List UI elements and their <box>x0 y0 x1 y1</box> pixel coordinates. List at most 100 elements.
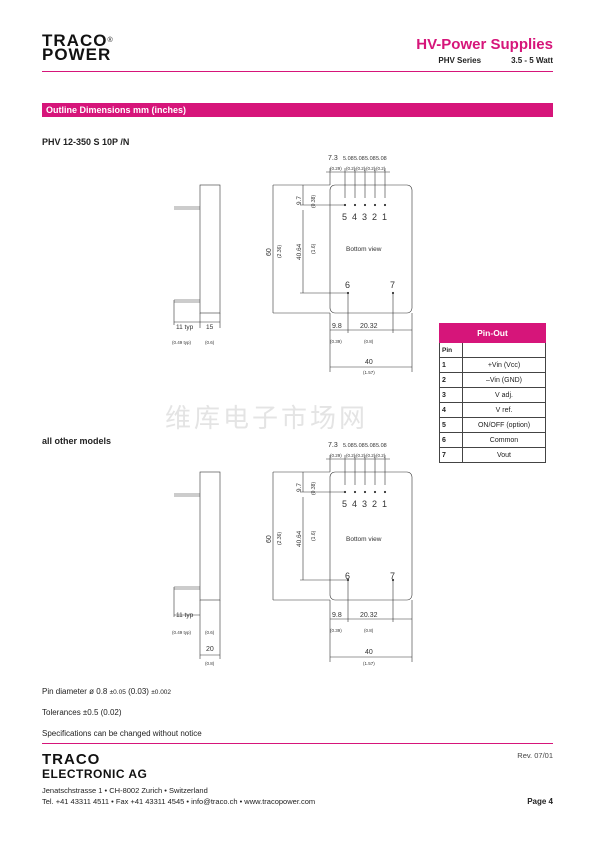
dim-60: 60 <box>266 535 273 543</box>
pin-function: +Vin (Vcc) <box>462 357 546 373</box>
pin-dot-7 <box>391 291 395 295</box>
pin-number: 5 <box>439 417 463 433</box>
pin-number: 1 <box>439 357 463 373</box>
dim-20-32: 20.32 <box>360 323 378 330</box>
section-title-bar: Outline Dimensions mm (inches) <box>42 103 553 117</box>
dim-15: 15 <box>206 324 214 331</box>
pin-dot-6 <box>346 578 350 582</box>
pitch-inch-3: (0.2) <box>356 166 366 171</box>
pitch-label-4: 5.08 <box>365 156 376 162</box>
pin-dot-2 <box>373 203 377 207</box>
pin-num-6: 6 <box>345 571 350 581</box>
model-label-2: all other models <box>42 436 112 446</box>
front-view-body <box>329 471 413 601</box>
pitch-label-3: 5.08 <box>354 443 365 449</box>
pitch-inch-1: (0.29) <box>330 166 342 171</box>
dim-9-7: 9.7 <box>296 483 303 492</box>
dim-9-8-inch: (0.39) <box>330 628 342 633</box>
pin-dot-3 <box>363 490 367 494</box>
pitch-inch-4: (0.2) <box>366 453 376 458</box>
pitch-label-1: 7.3 <box>328 155 338 162</box>
tolerances-note: Tolerances ±0.5 (0.02) <box>42 708 122 717</box>
front-view-body <box>329 184 413 314</box>
pin-dot-2 <box>373 490 377 494</box>
pin-num-5: 5 <box>342 212 347 222</box>
footer-logo-traco: TRACO <box>42 751 101 768</box>
pinout-row: 2–Vin (GND) <box>439 372 546 388</box>
bottom-view-label: Bottom view <box>346 246 382 253</box>
pitch-label-4: 5.08 <box>365 443 376 449</box>
pin-function: Common <box>462 432 546 448</box>
pinout-title: Pin-Out <box>439 323 546 343</box>
dim-40-64-inch: (1.6) <box>311 530 317 541</box>
dim-40-64: 40.64 <box>296 530 303 547</box>
pin-dot-4 <box>353 490 357 494</box>
footer-rule <box>42 743 553 744</box>
pin-dot-1 <box>383 203 387 207</box>
pin-number: 4 <box>439 402 463 418</box>
footer-logo-electronic: ELECTRONIC AG <box>42 767 148 781</box>
watermark: 维库电子市场网 <box>165 404 369 434</box>
pin-function: Vout <box>462 447 546 463</box>
logo-line-2: POWER <box>42 45 112 64</box>
dim-60-inch: (2.36) <box>277 532 283 545</box>
dim-0-6-inch: (0.6) <box>205 630 215 635</box>
specs-note: Specifications can be changed without no… <box>42 729 202 738</box>
pin-num-4: 4 <box>352 499 357 509</box>
dim-9-7: 9.7 <box>296 196 303 205</box>
pitch-inch-1: (0.29) <box>330 453 342 458</box>
pin-num-2: 2 <box>372 212 377 222</box>
pin-dot-1 <box>383 490 387 494</box>
outline-drawing-1: 7.3 5.08 5.08 5.08 5.08 (0.29) (0.2) (0.… <box>172 155 413 375</box>
pitch-label-1: 7.3 <box>328 442 338 449</box>
pin-number: 2 <box>439 372 463 388</box>
dim-20-32-inch: (0.8) <box>364 339 374 344</box>
product-title: HV-Power Supplies <box>416 36 553 53</box>
dim-20-32: 20.32 <box>360 612 378 619</box>
dim-40-inch: (1.57) <box>363 661 375 666</box>
footer-contact: Tel. +41 43311 4511 • Fax +41 43311 4545… <box>42 797 316 806</box>
pin-diameter-prefix: Pin diameter ø 0.8 <box>42 687 108 696</box>
dim-40-inch: (1.57) <box>363 370 375 375</box>
dim-40-64-inch: (1.6) <box>311 243 317 254</box>
pin-num-1: 1 <box>382 212 387 222</box>
pinout-col-fn <box>462 342 546 358</box>
pitch-inch-3: (0.2) <box>356 453 366 458</box>
dim-9-8-inch: (0.39) <box>330 339 342 344</box>
pitch-inch-5: (0.2) <box>376 166 386 171</box>
dim-20: 20 <box>206 646 214 653</box>
series-name: PHV Series <box>438 56 482 65</box>
pin-dot-7 <box>391 578 395 582</box>
side-view-body <box>199 184 221 314</box>
pin-number: 6 <box>439 432 463 448</box>
pitch-label-5: 5.08 <box>376 443 387 449</box>
pitch-label-5: 5.08 <box>376 156 387 162</box>
model-label-1: PHV 12-350 S 10P /N <box>42 137 130 147</box>
dim-40-64: 40.64 <box>296 243 303 260</box>
dim-20-32-inch: (0.8) <box>364 628 374 633</box>
pin-function: ON/OFF (option) <box>462 417 546 433</box>
bottom-view-label: Bottom view <box>346 536 382 543</box>
pin-num-2: 2 <box>372 499 377 509</box>
dim-9-7-inch: (0.38) <box>311 195 317 208</box>
pin-dot-6 <box>346 291 350 295</box>
pinout-row: 1+Vin (Vcc) <box>439 357 546 373</box>
pin-num-3: 3 <box>362 212 367 222</box>
pin-number: 7 <box>439 447 463 463</box>
pin-dot-5 <box>343 490 347 494</box>
pin-dot-3 <box>363 203 367 207</box>
dim-9-7-inch: (0.38) <box>311 482 317 495</box>
pin-num-7: 7 <box>390 280 395 290</box>
pin-num-4: 4 <box>352 212 357 222</box>
dim-60: 60 <box>266 248 273 256</box>
pin-function: V ref. <box>462 402 546 418</box>
pin-diameter-inch: (0.03) <box>128 687 149 696</box>
pitch-inch-2: (0.2) <box>346 453 356 458</box>
logo-line-1: TRACO® <box>42 31 114 50</box>
footer-address: Jenatschstrasse 1 • CH-8002 Zurich • Swi… <box>42 786 208 795</box>
